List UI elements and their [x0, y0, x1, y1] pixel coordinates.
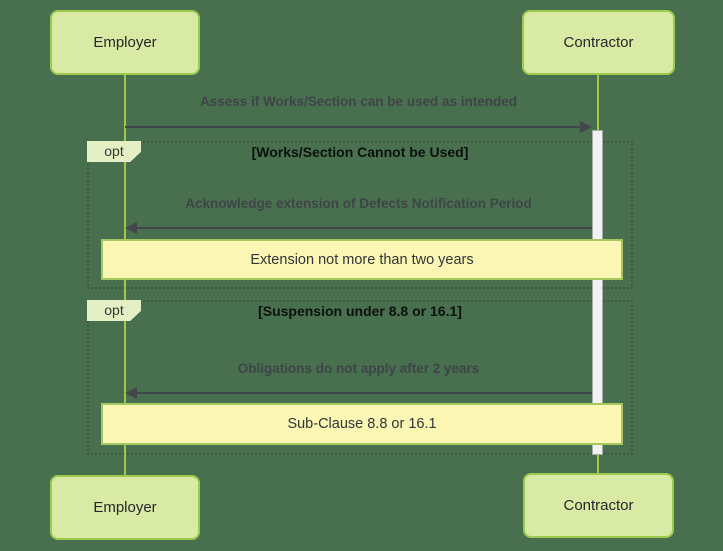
participant-employer-top: Employer [50, 10, 200, 75]
note-extension-text: Extension not more than two years [250, 251, 474, 268]
message-2-arrow [137, 227, 592, 229]
message-1-label: Assess if Works/Section can be used as i… [199, 94, 518, 109]
arrowhead-right-icon [580, 121, 592, 133]
note-subclause: Sub-Clause 8.8 or 16.1 [101, 403, 623, 445]
opt-fragment-1-guard: [Works/Section Cannot be Used] [251, 144, 469, 160]
opt-fragment-2-guard: [Suspension under 8.8 or 16.1] [258, 303, 462, 319]
participant-employer-top-label: Employer [93, 34, 157, 51]
opt-fragment-2-operator: opt [87, 300, 141, 321]
message-3-arrow [137, 392, 592, 394]
participant-contractor-top: Contractor [522, 10, 675, 75]
note-extension: Extension not more than two years [101, 239, 623, 280]
activation-bar-contractor [592, 130, 603, 455]
participant-contractor-bottom-label: Contractor [563, 497, 634, 514]
participant-employer-bottom: Employer [50, 475, 200, 540]
message-1-arrow [125, 126, 582, 128]
opt-fragment-1 [87, 141, 633, 289]
note-subclause-text: Sub-Clause 8.8 or 16.1 [287, 416, 437, 432]
participant-contractor-bottom: Contractor [523, 473, 674, 538]
message-2-label: Acknowledge extension of Defects Notific… [185, 196, 532, 211]
arrowhead-left-icon [125, 387, 137, 399]
arrowhead-left-icon [125, 222, 137, 234]
participant-employer-bottom-label: Employer [93, 499, 157, 516]
message-3-label: Obligations do not apply after 2 years [237, 361, 480, 376]
opt-fragment-2 [87, 300, 633, 455]
opt-fragment-1-operator: opt [87, 141, 141, 162]
participant-contractor-top-label: Contractor [563, 34, 634, 51]
